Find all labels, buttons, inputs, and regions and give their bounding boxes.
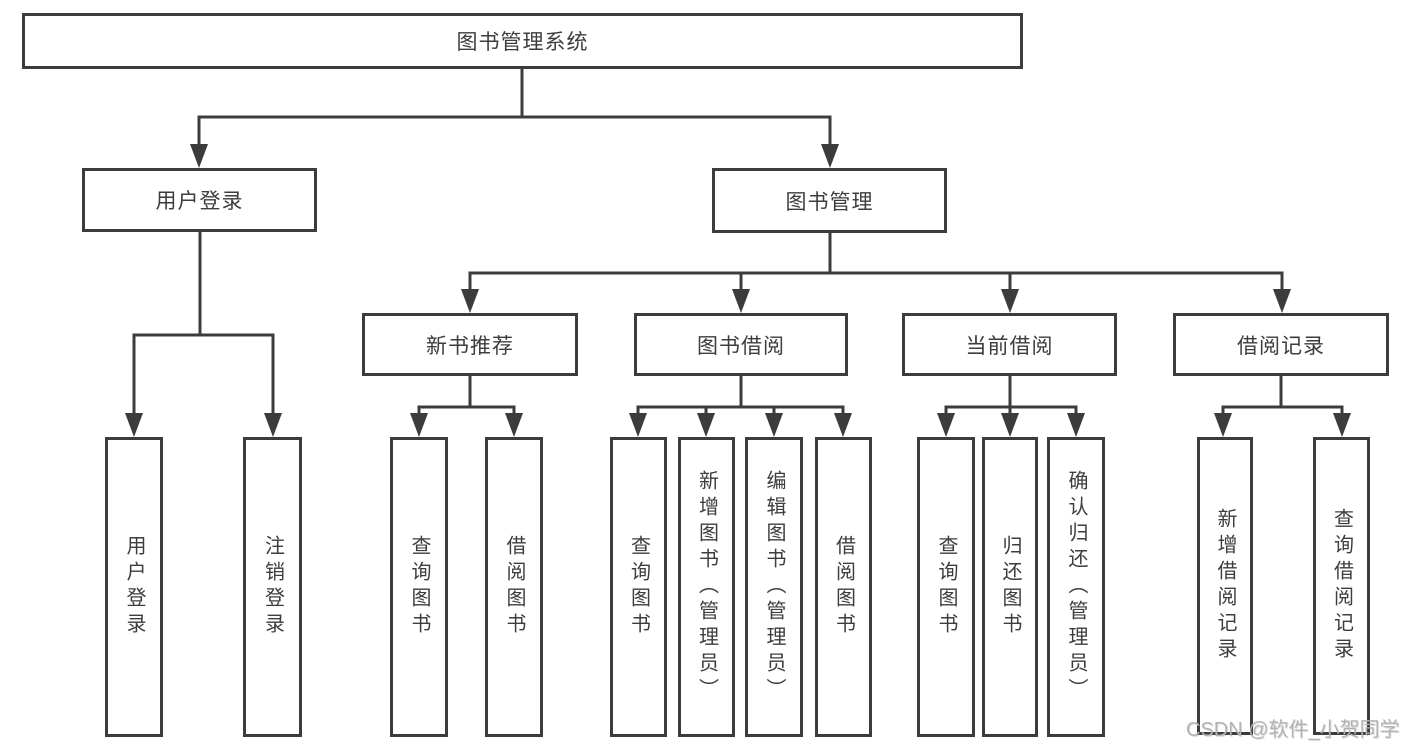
node-user-login: 用户登录 [82,168,317,232]
node-label: 借阅记录 [1237,334,1325,358]
node-label: 确认归还（管理员） [1065,470,1087,704]
leaf-borrow-edit-books-admin: 编辑图书（管理员） [745,437,803,737]
node-label: 当前借阅 [965,334,1054,358]
node-label: 新增借阅记录 [1214,508,1236,664]
leaf-borrow-query-books: 查询图书 [610,437,667,737]
node-new-book-recommend: 新书推荐 [362,313,578,376]
leaf-records-query-record: 查询借阅记录 [1313,437,1370,735]
node-label: 新增图书（管理员） [695,470,718,704]
node-label: 用户登录 [123,535,145,639]
leaf-user-login: 用户登录 [105,437,163,737]
node-label: 用户登录 [155,190,244,213]
node-label: 图书管理系统 [456,31,589,54]
leaf-current-query-books: 查询图书 [917,437,975,737]
node-label: 图书借阅 [697,334,785,358]
node-label: 借阅图书 [832,535,855,639]
node-book-management: 图书管理 [712,168,947,233]
node-borrow-records: 借阅记录 [1173,313,1389,376]
node-label: 归还图书 [999,535,1021,639]
leaf-current-confirm-return-admin: 确认归还（管理员） [1047,437,1105,737]
watermark: CSDN @软件_小贺同学 [1186,719,1400,741]
node-label: 查询图书 [408,535,430,639]
node-label: 注销登录 [261,535,284,639]
node-label: 查询借阅记录 [1330,508,1353,664]
node-book-borrow: 图书借阅 [634,313,848,376]
leaf-logout: 注销登录 [243,437,302,737]
node-library-system: 图书管理系统 [22,13,1023,69]
leaf-borrow-add-books-admin: 新增图书（管理员） [678,437,735,737]
node-label: 借阅图书 [503,535,525,639]
node-label: 查询图书 [627,535,650,639]
leaf-recommend-borrow-books: 借阅图书 [485,437,543,737]
leaf-current-return-books: 归还图书 [982,437,1038,737]
leaf-recommend-query-books: 查询图书 [390,437,448,737]
leaf-borrow-borrow-books: 借阅图书 [815,437,872,737]
node-label: 新书推荐 [426,334,514,358]
node-label: 编辑图书（管理员） [763,470,785,704]
node-label: 图书管理 [785,190,874,214]
leaf-records-add-record: 新增借阅记录 [1197,437,1253,735]
node-current-borrow: 当前借阅 [902,313,1117,376]
node-label: 查询图书 [935,535,957,639]
